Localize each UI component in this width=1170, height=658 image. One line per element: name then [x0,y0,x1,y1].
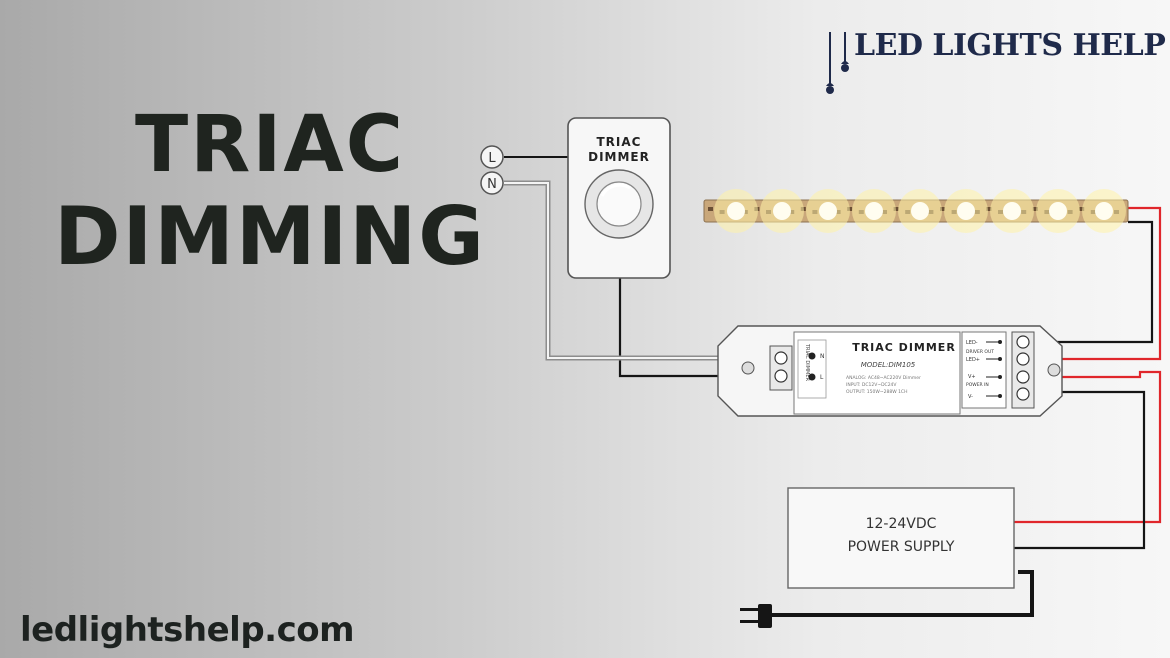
pendant-lamp-icon [826,32,849,94]
controller-side-label: TRIAC DIMMER [804,343,810,382]
led-strip-component [1032,207,1038,211]
heading-line-2: DIMMING [54,190,486,283]
led-chip [727,202,745,220]
brand-name: LED LIGHTS HELP [854,28,1166,63]
mains-wiring [504,156,784,378]
led-chip [819,202,837,220]
led-strip-component [940,207,945,211]
controller-title: TRIAC DIMMER [852,341,956,354]
out-label-led-plus: LED+ [966,357,980,363]
controller-spec-1: ANALOG: AC48~AC220V Dimmer [846,375,921,381]
led-chip [911,202,929,220]
power-supply-label: POWER SUPPLY [848,539,955,555]
wall-triac-dimmer: TRIAC DIMMER [567,117,671,279]
controller-input-l: L [820,374,824,381]
power-supply: 12-24VDC POWER SUPPLY [787,487,1015,589]
terminal-neutral-label: N [487,177,497,192]
power-supply-voltage: 12-24VDC [866,516,937,532]
dimmer-knob [596,181,642,227]
controller-model: MODEL:DIM105 [861,361,916,369]
led-chip [773,202,791,220]
led-chip [1003,202,1021,220]
terminal-live-label: L [488,151,496,166]
out-label-driver-out: DRIVER OUT [966,349,994,355]
led-strip-component [708,207,713,211]
controller-spec-3: OUTPUT: 150W~288W 1CH [846,389,907,395]
led-chip [957,202,975,220]
led-chip [1095,202,1113,220]
dc-wiring [770,206,1162,617]
led-chip [1049,202,1067,220]
led-strip-component [1079,207,1085,211]
led-strip [703,189,1129,233]
brand-logo: LED LIGHTS HELP [820,26,1166,106]
led-strip-component [893,207,899,211]
out-label-power-in: POWER IN [966,382,989,388]
led-chip [865,202,883,220]
led-glow-group [708,189,1126,233]
website-url: ledlightshelp.com [20,610,355,650]
out-label-v-plus: V+ [968,374,976,380]
out-label-v-minus: V- [968,394,973,400]
terminal-neutral: N [480,171,504,195]
terminal-live: L [480,145,504,169]
controller-input-n: N [820,353,825,360]
mains-plug-icon [740,604,772,628]
controller-spec-2: INPUT: DC12V~DC24V [846,382,897,388]
wall-dimmer-label-2: DIMMER [588,150,650,164]
out-label-led-minus: LED- [966,340,978,346]
heading-line-1: TRIAC [135,100,405,190]
led-strip-component [986,207,992,211]
triac-controller: TRIAC DIMMER N L TRIAC DIMMER MODEL:DIM1… [717,325,1063,417]
wall-dimmer-label-1: TRIAC [597,135,642,149]
